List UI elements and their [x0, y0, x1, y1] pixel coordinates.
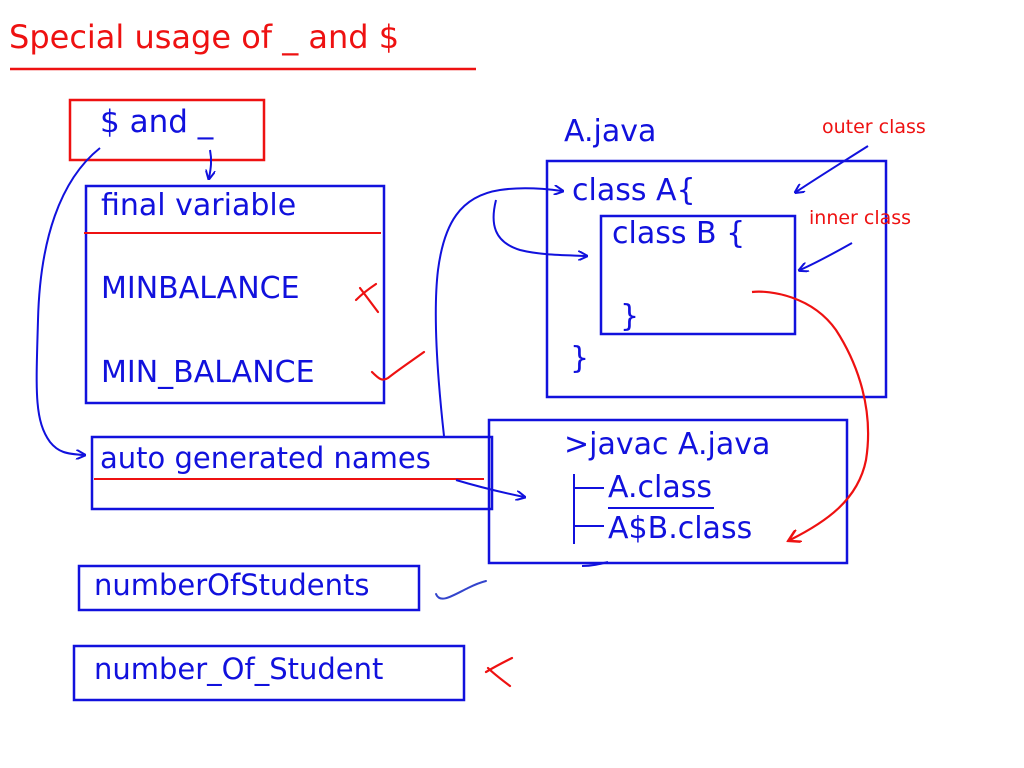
wrong-mark-minbalance: [354, 282, 380, 314]
wrong-mark-number-of-student: [484, 656, 514, 688]
inner-class-annotation: inner class: [809, 207, 912, 229]
class-b-open: class B {: [612, 216, 746, 251]
outer-class-box: [545, 159, 888, 399]
min-balance-label: MIN_BALANCE: [101, 355, 315, 390]
auto-generated-label: auto generated names: [100, 441, 431, 475]
minbalance-label: MINBALANCE: [101, 271, 300, 306]
arrow-to-class-b: [492, 199, 586, 256]
number-of-students-box: [77, 564, 421, 612]
dollar-underscore-label: $ and _: [100, 104, 214, 140]
inner-class-box: [599, 214, 797, 336]
class-a-open: class A{: [572, 173, 696, 208]
right-mark-number-of-students: [435, 580, 487, 600]
compile-box-mark: [581, 561, 609, 567]
arrow-to-final-variable: [209, 149, 211, 178]
outer-class-annotation: outer class: [822, 116, 926, 138]
auto-generated-box: [90, 435, 494, 511]
final-variable-box: [84, 184, 386, 405]
number-of-student-box: [72, 644, 466, 702]
compile-box: [487, 418, 849, 565]
javac-command: >javac A.java: [564, 427, 771, 462]
class-b-close: }: [620, 299, 640, 334]
output-tree-lines: [573, 474, 604, 544]
class-a-close: }: [570, 341, 590, 376]
arrow-to-class-a: [434, 188, 562, 437]
number-of-students-label: numberOfStudents: [94, 568, 370, 602]
dollar-underscore-box: [68, 98, 266, 162]
arrow-inner-class: [800, 242, 853, 270]
a-class-output: A.class: [608, 470, 713, 505]
number-of-student-label: number_Of_Student: [94, 652, 384, 686]
arrow-inner-to-output: [751, 290, 870, 540]
java-file-label: A.java: [564, 114, 657, 149]
a-dollar-b-class-output: A$B.class: [608, 511, 753, 546]
page-title: Special usage of _ and $: [9, 18, 400, 56]
arrow-to-compile-output: [455, 479, 524, 497]
arrow-to-auto-generated: [35, 147, 101, 455]
right-mark-min-balance: [370, 350, 426, 381]
final-variable-heading: final variable: [101, 188, 297, 223]
arrow-outer-class: [796, 145, 869, 192]
